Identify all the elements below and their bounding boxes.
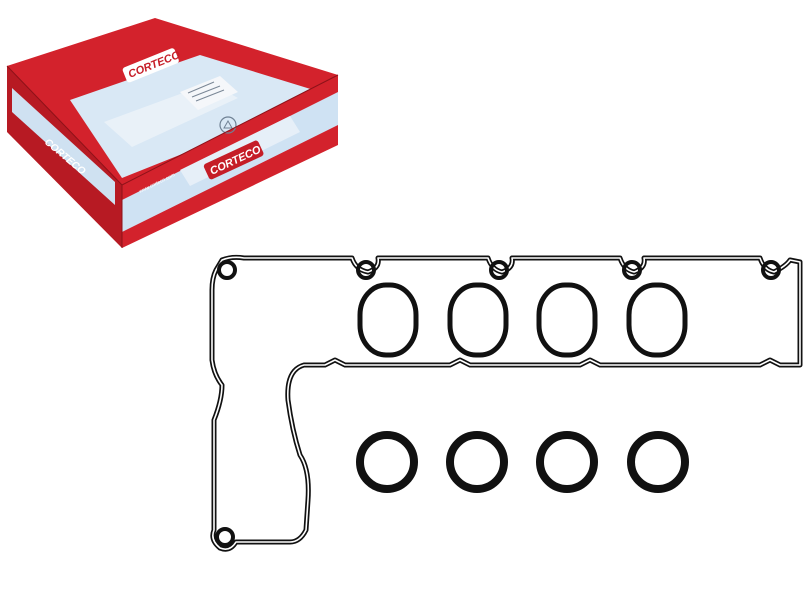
sticker-lines bbox=[187, 81, 225, 102]
upper-port bbox=[536, 282, 598, 358]
upper-port bbox=[626, 282, 688, 358]
upper-ports bbox=[357, 282, 688, 358]
bolt-hole bbox=[356, 260, 376, 280]
bolt-hole bbox=[215, 527, 235, 547]
bolt-holes bbox=[215, 260, 781, 547]
seal-ring bbox=[446, 431, 508, 493]
gasket-set bbox=[209, 254, 803, 552]
seal-ring bbox=[627, 431, 689, 493]
cover-gasket-inner bbox=[211, 256, 801, 550]
recycle-icon bbox=[219, 116, 237, 134]
box-sticker bbox=[180, 76, 238, 110]
bolt-hole bbox=[489, 260, 509, 280]
seal-ring bbox=[536, 431, 598, 493]
cover-gasket bbox=[209, 254, 803, 552]
product-box: CORTECO CORTECO CORTECO www.corteco.com bbox=[6, 18, 339, 248]
bolt-hole bbox=[622, 260, 642, 280]
bolt-hole bbox=[761, 260, 781, 280]
box-left-label bbox=[12, 88, 115, 205]
upper-port bbox=[357, 282, 419, 358]
seal-rings bbox=[356, 431, 689, 493]
bolt-hole bbox=[217, 260, 237, 280]
box-top-label bbox=[70, 55, 330, 178]
upper-port bbox=[447, 282, 509, 358]
seal-ring bbox=[356, 431, 418, 493]
